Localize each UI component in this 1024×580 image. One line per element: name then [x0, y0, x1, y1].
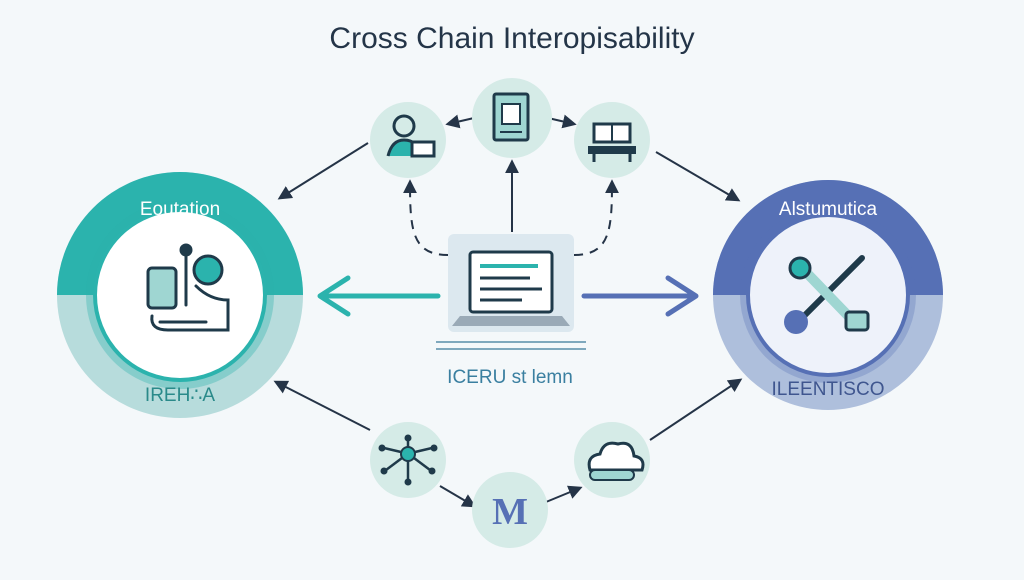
- node-document: [472, 78, 552, 158]
- dashed-laptop-to-top-left: [403, 179, 449, 256]
- page-title: Cross Chain Interopisability: [329, 22, 695, 55]
- center-laptop: [436, 234, 586, 350]
- node-person-laptop: [370, 102, 446, 178]
- arrow-bottom-right-to-right-hub: [649, 378, 743, 441]
- left-hub: [57, 172, 303, 418]
- arrow-bottom-left-to-m: [439, 485, 477, 508]
- tools-icon: [784, 255, 870, 334]
- arrow-top-left-to-left-hub: [277, 142, 369, 200]
- left-hub-top-label: Eoutation: [139, 199, 221, 220]
- arrow-m-to-bottom-right: [545, 485, 583, 503]
- node-network: [370, 422, 446, 498]
- node-cloud: [574, 422, 650, 498]
- arrow-top-center-to-top-left: [445, 114, 475, 129]
- node-m: M: [472, 472, 548, 548]
- arrow-top-center-to-top-right: [547, 114, 577, 129]
- dashed-laptop-to-top-right: [573, 179, 619, 256]
- right-hub-top-label: Alstumutica: [778, 199, 878, 220]
- connectors: [273, 114, 743, 508]
- engineer-robot-icon: [146, 243, 230, 332]
- m-letter-icon: M: [492, 491, 528, 533]
- right-hub-bottom-label: ILEENTISCO: [771, 379, 885, 400]
- center-label: ICERU st lemn: [447, 367, 573, 388]
- big-arrow-right: [581, 275, 699, 317]
- right-hub: [713, 180, 943, 410]
- arrow-bottom-left-to-left-hub: [273, 380, 371, 431]
- left-hub-bottom-label: IREH∴A: [144, 385, 216, 406]
- arrow-top-right-to-right-hub: [655, 151, 741, 202]
- big-arrow-left: [317, 275, 441, 317]
- node-server: [574, 102, 650, 178]
